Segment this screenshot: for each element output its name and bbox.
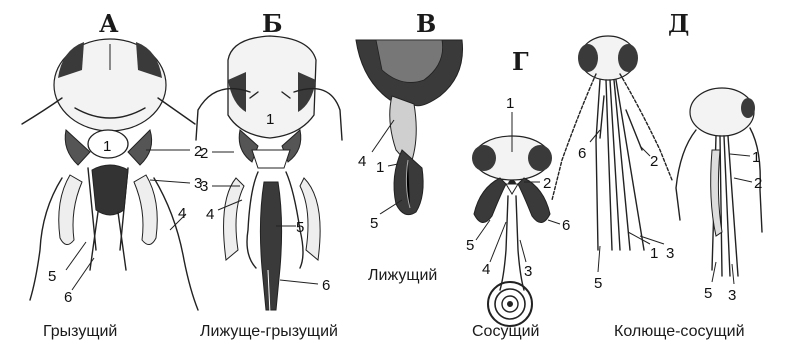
panel-b-label-4: 4 (206, 206, 214, 223)
panel-b-label-5: 5 (296, 219, 304, 236)
panel-g-label-5: 5 (466, 237, 474, 254)
panel-d2-label-1: 1 (752, 149, 760, 166)
panel-a-label-6: 6 (64, 289, 72, 306)
panel-g-caption: Сосущий (472, 323, 540, 340)
panel-a-letter: А (99, 9, 119, 38)
panel-v-label-1: 1 (376, 159, 384, 176)
panel-g: Г 1 2 6 5 (466, 47, 570, 340)
panel-d: Д 6 2 1 3 5 (552, 9, 762, 340)
panel-g-label-3: 3 (524, 263, 532, 280)
panel-g-palps (474, 178, 550, 223)
panel-g-label-4: 4 (482, 261, 490, 278)
panel-v-head (356, 40, 463, 106)
panel-v: В 4 1 5 Лижущий (356, 9, 463, 284)
panel-v-label-4: 4 (358, 153, 366, 170)
panel-d-stylets-left (596, 80, 644, 250)
panel-d-caption: Колюще-сосущий (614, 323, 745, 340)
panel-a-label-4: 4 (178, 205, 186, 222)
panel-b: Б 1 (196, 9, 342, 340)
panel-a-label-5: 5 (48, 268, 56, 285)
panel-g-label-2: 2 (543, 175, 551, 192)
panel-d-label-5: 5 (594, 275, 602, 292)
panel-b-proboscis (224, 172, 321, 314)
panel-v-label-5: 5 (370, 215, 378, 232)
panel-d-label-2: 2 (650, 153, 658, 170)
panel-d2-label-2: 2 (754, 175, 762, 192)
panel-b-label-6: 6 (322, 277, 330, 294)
panel-d-label-1: 1 (650, 245, 658, 262)
panel-a-maxillae (30, 165, 198, 310)
panel-b-caption: Лижуще-грызущий (200, 323, 338, 340)
panel-d-letter: Д (668, 9, 689, 38)
panel-b-label-3: 3 (200, 178, 208, 195)
panel-a: А (22, 9, 202, 340)
panel-g-label-6: 6 (562, 217, 570, 234)
panel-a-head (54, 39, 166, 131)
panel-g-head (472, 112, 552, 180)
panel-d-label-6: 6 (578, 145, 586, 162)
panel-d2-label-3: 3 (728, 287, 736, 304)
panel-g-label-1: 1 (506, 95, 514, 112)
panel-b-label-2: 2 (200, 145, 208, 162)
panel-d-label-3: 3 (666, 245, 674, 262)
panel-b-label-1: 1 (266, 111, 274, 128)
panel-b-letter: Б (262, 9, 283, 38)
panel-v-proboscis (390, 96, 423, 215)
panel-d-antennae-left (552, 74, 672, 200)
panel-d2-label-5: 5 (704, 285, 712, 302)
panel-d-stylets-right (711, 136, 738, 276)
panel-a-label-1: 1 (103, 138, 111, 155)
panel-v-letter: В (416, 9, 436, 38)
panel-d-head-right (690, 88, 755, 136)
panel-g-letter: Г (512, 47, 529, 76)
panel-d-head-left (578, 36, 638, 80)
panel-v-caption: Лижущий (368, 267, 437, 284)
panel-a-caption: Грызущий (43, 323, 117, 340)
